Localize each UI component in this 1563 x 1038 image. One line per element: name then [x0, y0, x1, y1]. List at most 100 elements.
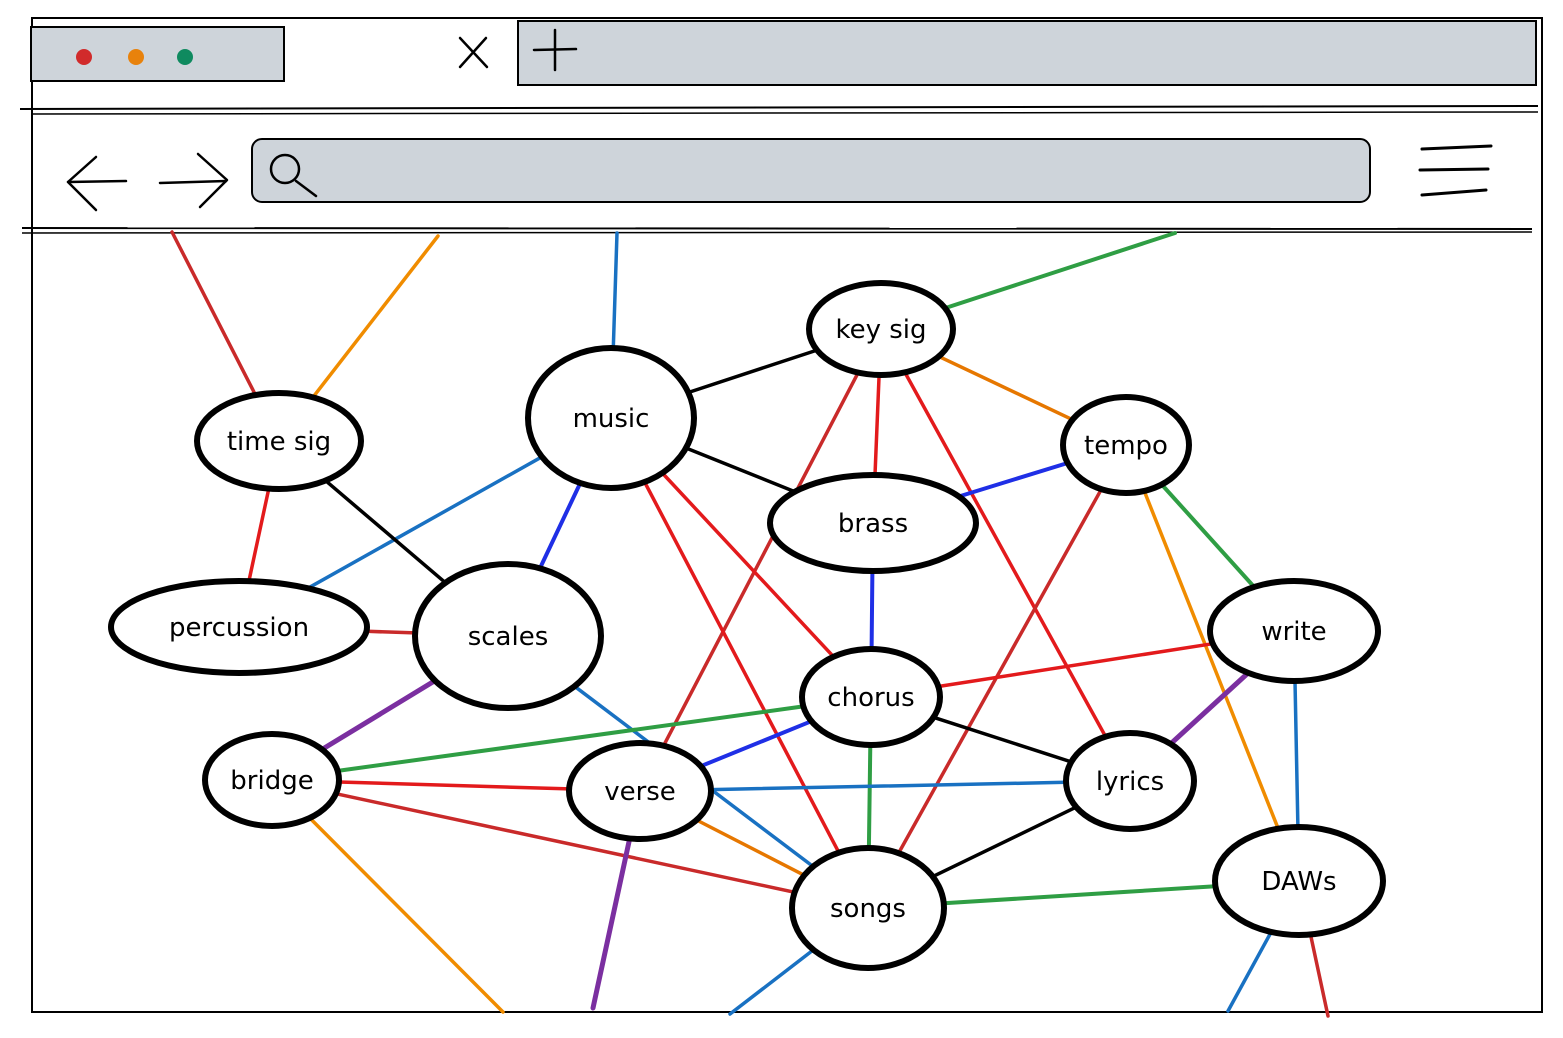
- edge-chorus-songs: [866, 743, 873, 850]
- inactive-tab[interactable]: [30, 26, 285, 82]
- browser-window-frame: [31, 17, 1543, 1013]
- search-icon[interactable]: [269, 153, 318, 198]
- node-shape: [1212, 824, 1386, 938]
- edge-tempo-brass: [956, 461, 1070, 499]
- edge-write-DAWs: [1293, 679, 1300, 829]
- edge-music-offscreen-top-3: [611, 231, 619, 350]
- node-label: write: [1261, 617, 1326, 647]
- graph-edges: [170, 230, 1330, 1018]
- close-icon[interactable]: [458, 36, 489, 69]
- node-label: percussion: [169, 613, 309, 643]
- node-shape: [412, 561, 604, 711]
- edge-songs-offscreen-bottom-3: [728, 948, 816, 1016]
- edge-music-songs: [642, 480, 841, 855]
- node-time-sig[interactable]: time sig: [194, 390, 364, 492]
- edge-verse-songs: [694, 818, 807, 878]
- edge-key-sig-brass: [873, 373, 881, 477]
- node-music[interactable]: music: [525, 345, 697, 491]
- node-daws[interactable]: DAWs: [1212, 824, 1386, 938]
- arrow-left-icon[interactable]: [66, 155, 128, 212]
- node-shape: [1063, 730, 1197, 832]
- edge-key-sig-verse: [661, 370, 860, 748]
- edge-lyrics-songs: [931, 805, 1078, 879]
- edge-tempo-DAWs: [1142, 489, 1280, 831]
- edge-verse-lyrics: [709, 780, 1068, 792]
- edge-tempo-write: [1159, 482, 1257, 589]
- edge-music-scales: [537, 481, 583, 571]
- node-label: chorus: [827, 683, 914, 713]
- edge-bridge-verse: [337, 780, 571, 791]
- node-tempo[interactable]: tempo: [1060, 394, 1192, 496]
- edge-DAWs-offscreen-bottom-5: [1308, 932, 1330, 1018]
- node-shape: [108, 578, 370, 676]
- node-percussion[interactable]: percussion: [108, 578, 370, 676]
- maximize-dot[interactable]: [177, 49, 193, 65]
- edge-write-lyrics: [1168, 670, 1251, 747]
- node-lyrics[interactable]: lyrics: [1063, 730, 1197, 832]
- edge-DAWs-songs: [941, 884, 1218, 906]
- node-shape: [566, 740, 714, 842]
- node-shape: [194, 390, 364, 492]
- node-shape: [789, 845, 947, 971]
- node-label: music: [573, 404, 650, 434]
- node-label: time sig: [227, 427, 331, 457]
- node-shape: [202, 731, 342, 829]
- node-shape: [1060, 394, 1192, 496]
- hamburger-menu-icon[interactable]: [1418, 144, 1493, 197]
- node-shape: [525, 345, 697, 491]
- node-key-sig[interactable]: key sig: [806, 280, 956, 378]
- node-chorus[interactable]: chorus: [799, 646, 943, 748]
- node-label: key sig: [835, 315, 926, 345]
- edge-DAWs-offscreen-bottom-4: [1226, 930, 1273, 1013]
- node-songs[interactable]: songs: [789, 845, 947, 971]
- toolbar-bottom-divider-2: [21, 231, 1533, 234]
- edge-tempo-songs: [896, 487, 1104, 855]
- node-label: verse: [604, 777, 676, 807]
- node-label: brass: [838, 509, 908, 539]
- toolbar-top-divider: [19, 105, 1539, 110]
- edge-bridge-songs: [334, 791, 797, 895]
- edge-percussion-scales: [364, 629, 417, 635]
- edge-write-chorus: [936, 641, 1215, 689]
- close-dot[interactable]: [76, 49, 92, 65]
- edge-time-sig-offscreen-top-2: [311, 234, 440, 400]
- edge-time-sig-scales: [323, 478, 448, 585]
- graph-nodes: key sig music time sig tempo brass percussion…: [108, 280, 1386, 971]
- edge-music-brass: [684, 446, 797, 494]
- toolbar-bottom-divider: [21, 227, 1533, 230]
- node-bridge[interactable]: bridge: [202, 731, 342, 829]
- node-verse[interactable]: verse: [566, 740, 714, 842]
- plus-icon[interactable]: [532, 28, 578, 72]
- tab-bar: [30, 20, 1537, 86]
- node-shape: [1207, 578, 1381, 684]
- minimize-dot[interactable]: [128, 49, 144, 65]
- edge-chorus-lyrics: [931, 715, 1074, 764]
- node-scales[interactable]: scales: [412, 561, 604, 711]
- edge-music-key-sig: [686, 348, 819, 395]
- node-label: scales: [468, 622, 549, 652]
- edge-time-sig-offscreen-top-1: [170, 230, 258, 397]
- address-bar[interactable]: [251, 138, 1371, 203]
- edge-verse-offscreen-bottom-2: [590, 836, 633, 1011]
- edge-scales-bridge: [319, 678, 438, 752]
- arrow-right-icon[interactable]: [158, 152, 229, 209]
- edge-brass-chorus: [869, 569, 875, 651]
- node-shape: [799, 646, 943, 748]
- node-label: songs: [830, 894, 906, 924]
- node-label: DAWs: [1261, 867, 1336, 897]
- edge-chorus-verse: [698, 719, 814, 769]
- node-shape: [767, 472, 979, 574]
- node-brass[interactable]: brass: [767, 472, 979, 574]
- edge-key-sig-offscreen-top-4: [943, 231, 1177, 311]
- toolbar-top-divider-2: [31, 111, 1539, 115]
- node-write[interactable]: write: [1207, 578, 1381, 684]
- node-label: lyrics: [1096, 767, 1164, 797]
- edge-music-chorus: [660, 471, 836, 659]
- tab-strip-empty-area: [517, 20, 1537, 86]
- edge-bridge-offscreen-bottom-1: [308, 816, 505, 1014]
- edge-chorus-bridge: [335, 704, 806, 773]
- edge-key-sig-lyrics: [903, 370, 1108, 739]
- node-label: tempo: [1084, 431, 1168, 461]
